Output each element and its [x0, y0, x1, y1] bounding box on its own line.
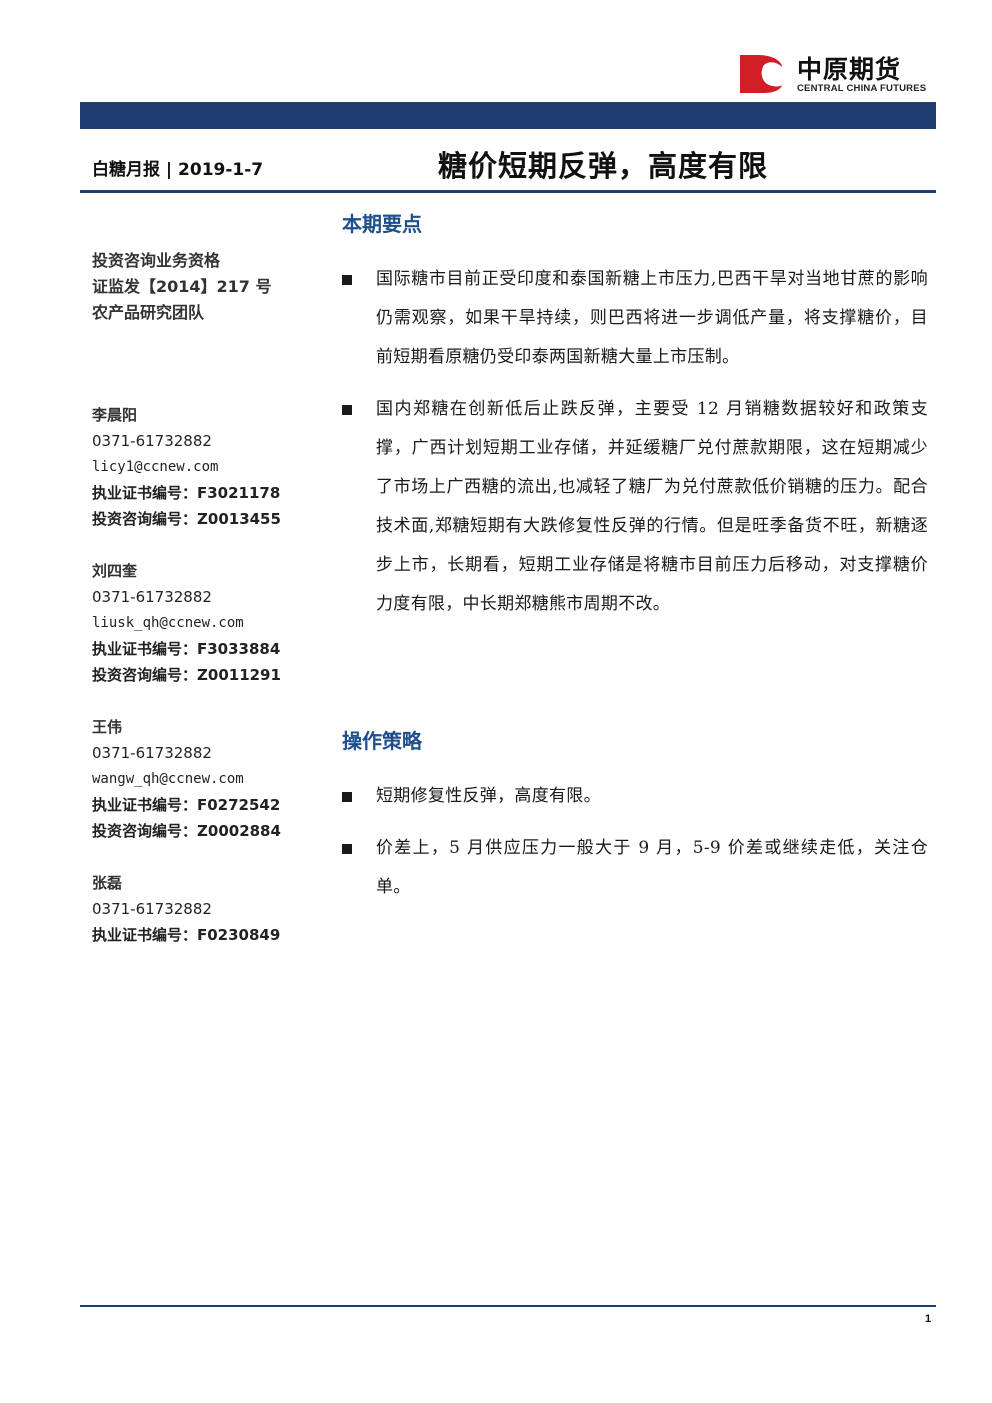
report-title: 糖价短期反弹，高度有限	[438, 149, 769, 183]
analyst-email[interactable]: wangw_qh@ccnew.com	[92, 771, 244, 787]
analyst-phone: 0371-61732882	[92, 744, 212, 762]
qualification-line: 投资咨询业务资格	[92, 251, 221, 270]
analyst-consult-id: 投资咨询编号：Z0011291	[92, 666, 281, 684]
analyst-card: 王伟 0371-61732882 wangw_qh@ccnew.com 执业证书…	[92, 714, 302, 844]
qualification-line: 农产品研究团队	[92, 303, 205, 322]
analyst-name: 张磊	[92, 874, 123, 892]
analyst-phone: 0371-61732882	[92, 588, 212, 606]
strategy-item: 短期修复性反弹，高度有限。	[376, 786, 601, 806]
header-band	[80, 102, 936, 129]
bullet-square-icon	[342, 275, 352, 285]
brand-logo-mark	[740, 55, 782, 93]
analyst-license: 执业证书编号：F0230849	[92, 926, 281, 944]
highlight-paragraph: 国际糖市目前正受印度和泰国新糖上市压力,巴西干旱对当地甘蔗的影响仍需观察，如果干…	[376, 269, 928, 367]
page-number: 1	[925, 1313, 932, 1325]
analyst-license: 执业证书编号：F3021178	[92, 484, 281, 502]
qualification-line: 证监发【2014】217 号	[92, 277, 272, 296]
bullet-square-icon	[342, 405, 352, 415]
strategy-heading: 操作策略	[342, 729, 422, 753]
analyst-name: 王伟	[92, 718, 123, 736]
analyst-phone: 0371-61732882	[92, 432, 212, 450]
footer-divider	[80, 1305, 936, 1307]
brand-name-cn: 中原期货	[797, 55, 902, 84]
analyst-license: 执业证书编号：F3033884	[92, 640, 281, 658]
analyst-phone: 0371-61732882	[92, 900, 212, 918]
analyst-email[interactable]: licy1@ccnew.com	[92, 459, 219, 475]
analyst-consult-id: 投资咨询编号：Z0013455	[92, 510, 281, 528]
analyst-name: 李晨阳	[92, 406, 138, 424]
brand-name-en: CENTRAL CHINA FUTURES	[797, 83, 927, 94]
analyst-license: 执业证书编号：F0272542	[92, 796, 281, 814]
analyst-card: 张磊 0371-61732882 执业证书编号：F0230849	[92, 870, 302, 948]
analyst-card: 刘四奎 0371-61732882 liusk_qh@ccnew.com 执业证…	[92, 558, 302, 688]
bullet-square-icon	[342, 844, 352, 854]
report-type-date: 白糖月报 | 2019-1-7	[92, 160, 264, 180]
analyst-email[interactable]: liusk_qh@ccnew.com	[92, 615, 244, 631]
strategy-item: 价差上，5 月供应压力一般大于 9 月，5-9 价差或继续走低，关注仓单。	[376, 838, 928, 897]
highlight-paragraph: 国内郑糖在创新低后止跌反弹，主要受 12 月销糖数据较好和政策支撑，广西计划短期…	[376, 399, 928, 614]
analyst-card: 李晨阳 0371-61732882 licy1@ccnew.com 执业证书编号…	[92, 402, 302, 532]
bullet-square-icon	[342, 792, 352, 802]
highlights-heading: 本期要点	[342, 212, 422, 236]
analyst-consult-id: 投资咨询编号：Z0002884	[92, 822, 281, 840]
qualification-block: 投资咨询业务资格 证监发【2014】217 号 农产品研究团队	[92, 248, 272, 326]
title-divider	[80, 190, 936, 193]
analyst-name: 刘四奎	[92, 562, 138, 580]
